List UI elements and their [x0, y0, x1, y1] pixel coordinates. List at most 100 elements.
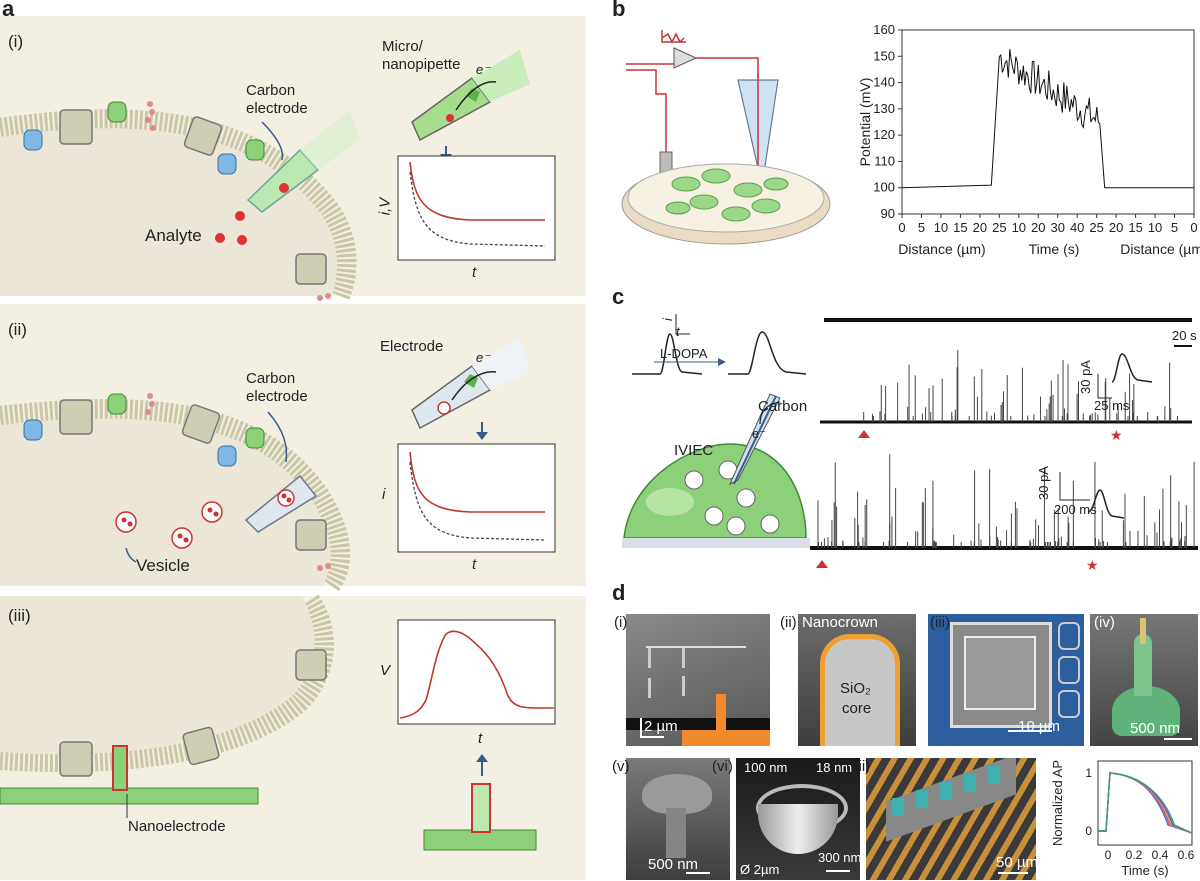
sub-label-a-ii: (ii) — [8, 320, 27, 339]
scale-25ms: 25 ms — [1094, 398, 1130, 413]
y-tick-label: 90 — [881, 206, 895, 221]
x-axis-label: Distance (µm) — [1120, 241, 1200, 257]
ap-y-label: Normalized AP — [1050, 760, 1065, 846]
ap-trace — [1098, 772, 1193, 834]
core-label: core — [842, 700, 872, 717]
panel-b-letter: b — [612, 0, 626, 21]
panel-c-letter: c — [612, 284, 625, 309]
y-tick-label: 120 — [873, 127, 895, 142]
micrograph-d-iv — [1090, 614, 1198, 746]
membrane-i — [0, 109, 357, 300]
scale-d-v: 500 nm — [648, 856, 699, 873]
plot-i-xaxis: t — [472, 264, 477, 281]
x-tick-label: 15 — [1128, 220, 1142, 235]
electrode-label-ii: Electrode — [380, 338, 444, 355]
dim-18nm: 18 nm — [816, 760, 853, 775]
plot-ii-xaxis: t — [472, 556, 477, 573]
svg-text:★: ★ — [1086, 557, 1099, 573]
analyte-label: Analyte — [145, 226, 202, 245]
plot-iii-xaxis: t — [478, 730, 483, 747]
plot-iii-yaxis: V — [380, 662, 391, 679]
y-tick-label: 140 — [873, 75, 895, 90]
ap-x-tick: 0.6 — [1178, 848, 1195, 862]
protein-blue — [217, 153, 237, 175]
carbon-label-c: Carbon — [758, 398, 808, 415]
svg-text:★: ★ — [1110, 427, 1123, 443]
scale-200ms: 200 ms — [1054, 502, 1097, 517]
ap-x-tick: 0.2 — [1126, 848, 1143, 862]
x-tick-label: 20 — [973, 220, 987, 235]
sub-label-d-iv: (iv) — [1094, 614, 1115, 631]
scale-20s: 20 s — [1172, 328, 1197, 343]
substrate-bar-iii — [0, 787, 259, 805]
pipette-text: Micro/ nanopipette — [382, 38, 461, 73]
scale-d-vii: 50 µm — [996, 854, 1038, 871]
x-tick-label: 25 — [992, 220, 1006, 235]
micrograph-d-ii — [798, 614, 916, 746]
x-tick-label: 25 — [1089, 220, 1103, 235]
carbon-electrode-text: Carbon electrode — [246, 370, 308, 405]
y-tick-label: 130 — [873, 101, 895, 116]
plot-i-dashed — [409, 171, 546, 247]
x-tick-label: 10 — [1148, 220, 1162, 235]
y-tick-label: 150 — [873, 48, 895, 63]
pipette-label: Micro/ nanopipette — [382, 38, 492, 74]
x-axis-label: Distance (µm) — [898, 241, 985, 257]
scale-d-i: 2 µm — [644, 718, 678, 735]
scale-30pa-2: 30 pA — [1036, 466, 1051, 500]
ap-y-tick: 0 — [1085, 824, 1092, 838]
spike-trace-before — [632, 333, 703, 375]
plot-ii-frame — [397, 443, 556, 553]
dim-100nm: 100 nm — [744, 760, 788, 775]
sub-label-d-i: (i) — [614, 614, 628, 631]
electron-label-c: e⁻ — [752, 426, 767, 441]
y-tick-label: 100 — [873, 180, 895, 195]
micrograph-d-i — [626, 614, 770, 746]
carbon-electrode-text: Carbon electrode — [246, 82, 308, 117]
protein-blue — [23, 129, 43, 151]
sub-label-a-i: (i) — [8, 32, 24, 51]
nanoelectrode-label: Nanoelectrode — [128, 818, 226, 835]
ap-x-label: Time (s) — [1121, 863, 1168, 878]
plot-i-yaxis: i,V — [376, 197, 394, 216]
sio2-label: SiO₂ — [840, 680, 871, 697]
x-tick-label: 20 — [1109, 220, 1123, 235]
inset-t-label: t — [676, 324, 680, 339]
membrane-iii — [0, 594, 334, 773]
protein-green — [245, 139, 265, 161]
ap-x-tick: 0.4 — [1152, 848, 1169, 862]
sub-label-d-vi: (vi) — [712, 758, 733, 775]
ap-x-tick: 0 — [1105, 848, 1112, 862]
carbon-electrode-label-ii: Carbon electrode — [246, 370, 326, 406]
plot-ii-solid — [409, 451, 545, 513]
micrograph-d-vii — [866, 758, 1036, 880]
scale-d-iv: 500 nm — [1130, 720, 1181, 737]
sub-label-d-ii: (ii) — [780, 614, 797, 631]
x-tick-label: 0 — [898, 220, 905, 235]
x-tick-label: 15 — [953, 220, 967, 235]
vesicle-label: Vesicle — [136, 556, 190, 575]
plot-i-frame — [397, 155, 556, 261]
panel-c-graphic: ★ ★ — [622, 314, 1198, 573]
ap-frame — [1097, 760, 1193, 846]
x-tick-label: 5 — [918, 220, 925, 235]
panel-b-setup-graphic — [621, 30, 831, 245]
chart-b-frame — [901, 29, 1195, 215]
nanoelectrode-pillar — [112, 745, 128, 791]
x-tick-label: 5 — [1171, 220, 1178, 235]
sub-label-d-v: (v) — [612, 758, 630, 775]
micrograph-d-iii — [928, 614, 1084, 746]
electron-label-i: e⁻ — [476, 62, 491, 77]
micrograph-d-vi — [736, 758, 860, 880]
panel-a-graphic — [0, 16, 586, 880]
potential-trace — [901, 49, 1194, 189]
x-axis-label: Time (s) — [1029, 241, 1080, 257]
l-dopa-label: L-DOPA — [660, 346, 708, 361]
electron-label-ii: e⁻ — [476, 350, 491, 365]
nanocrown-label: Nanocrown — [802, 614, 878, 631]
scale-30pa-1: 30 pA — [1078, 360, 1093, 394]
x-tick-label: 10 — [1012, 220, 1026, 235]
plot-ii-dashed — [409, 461, 546, 541]
